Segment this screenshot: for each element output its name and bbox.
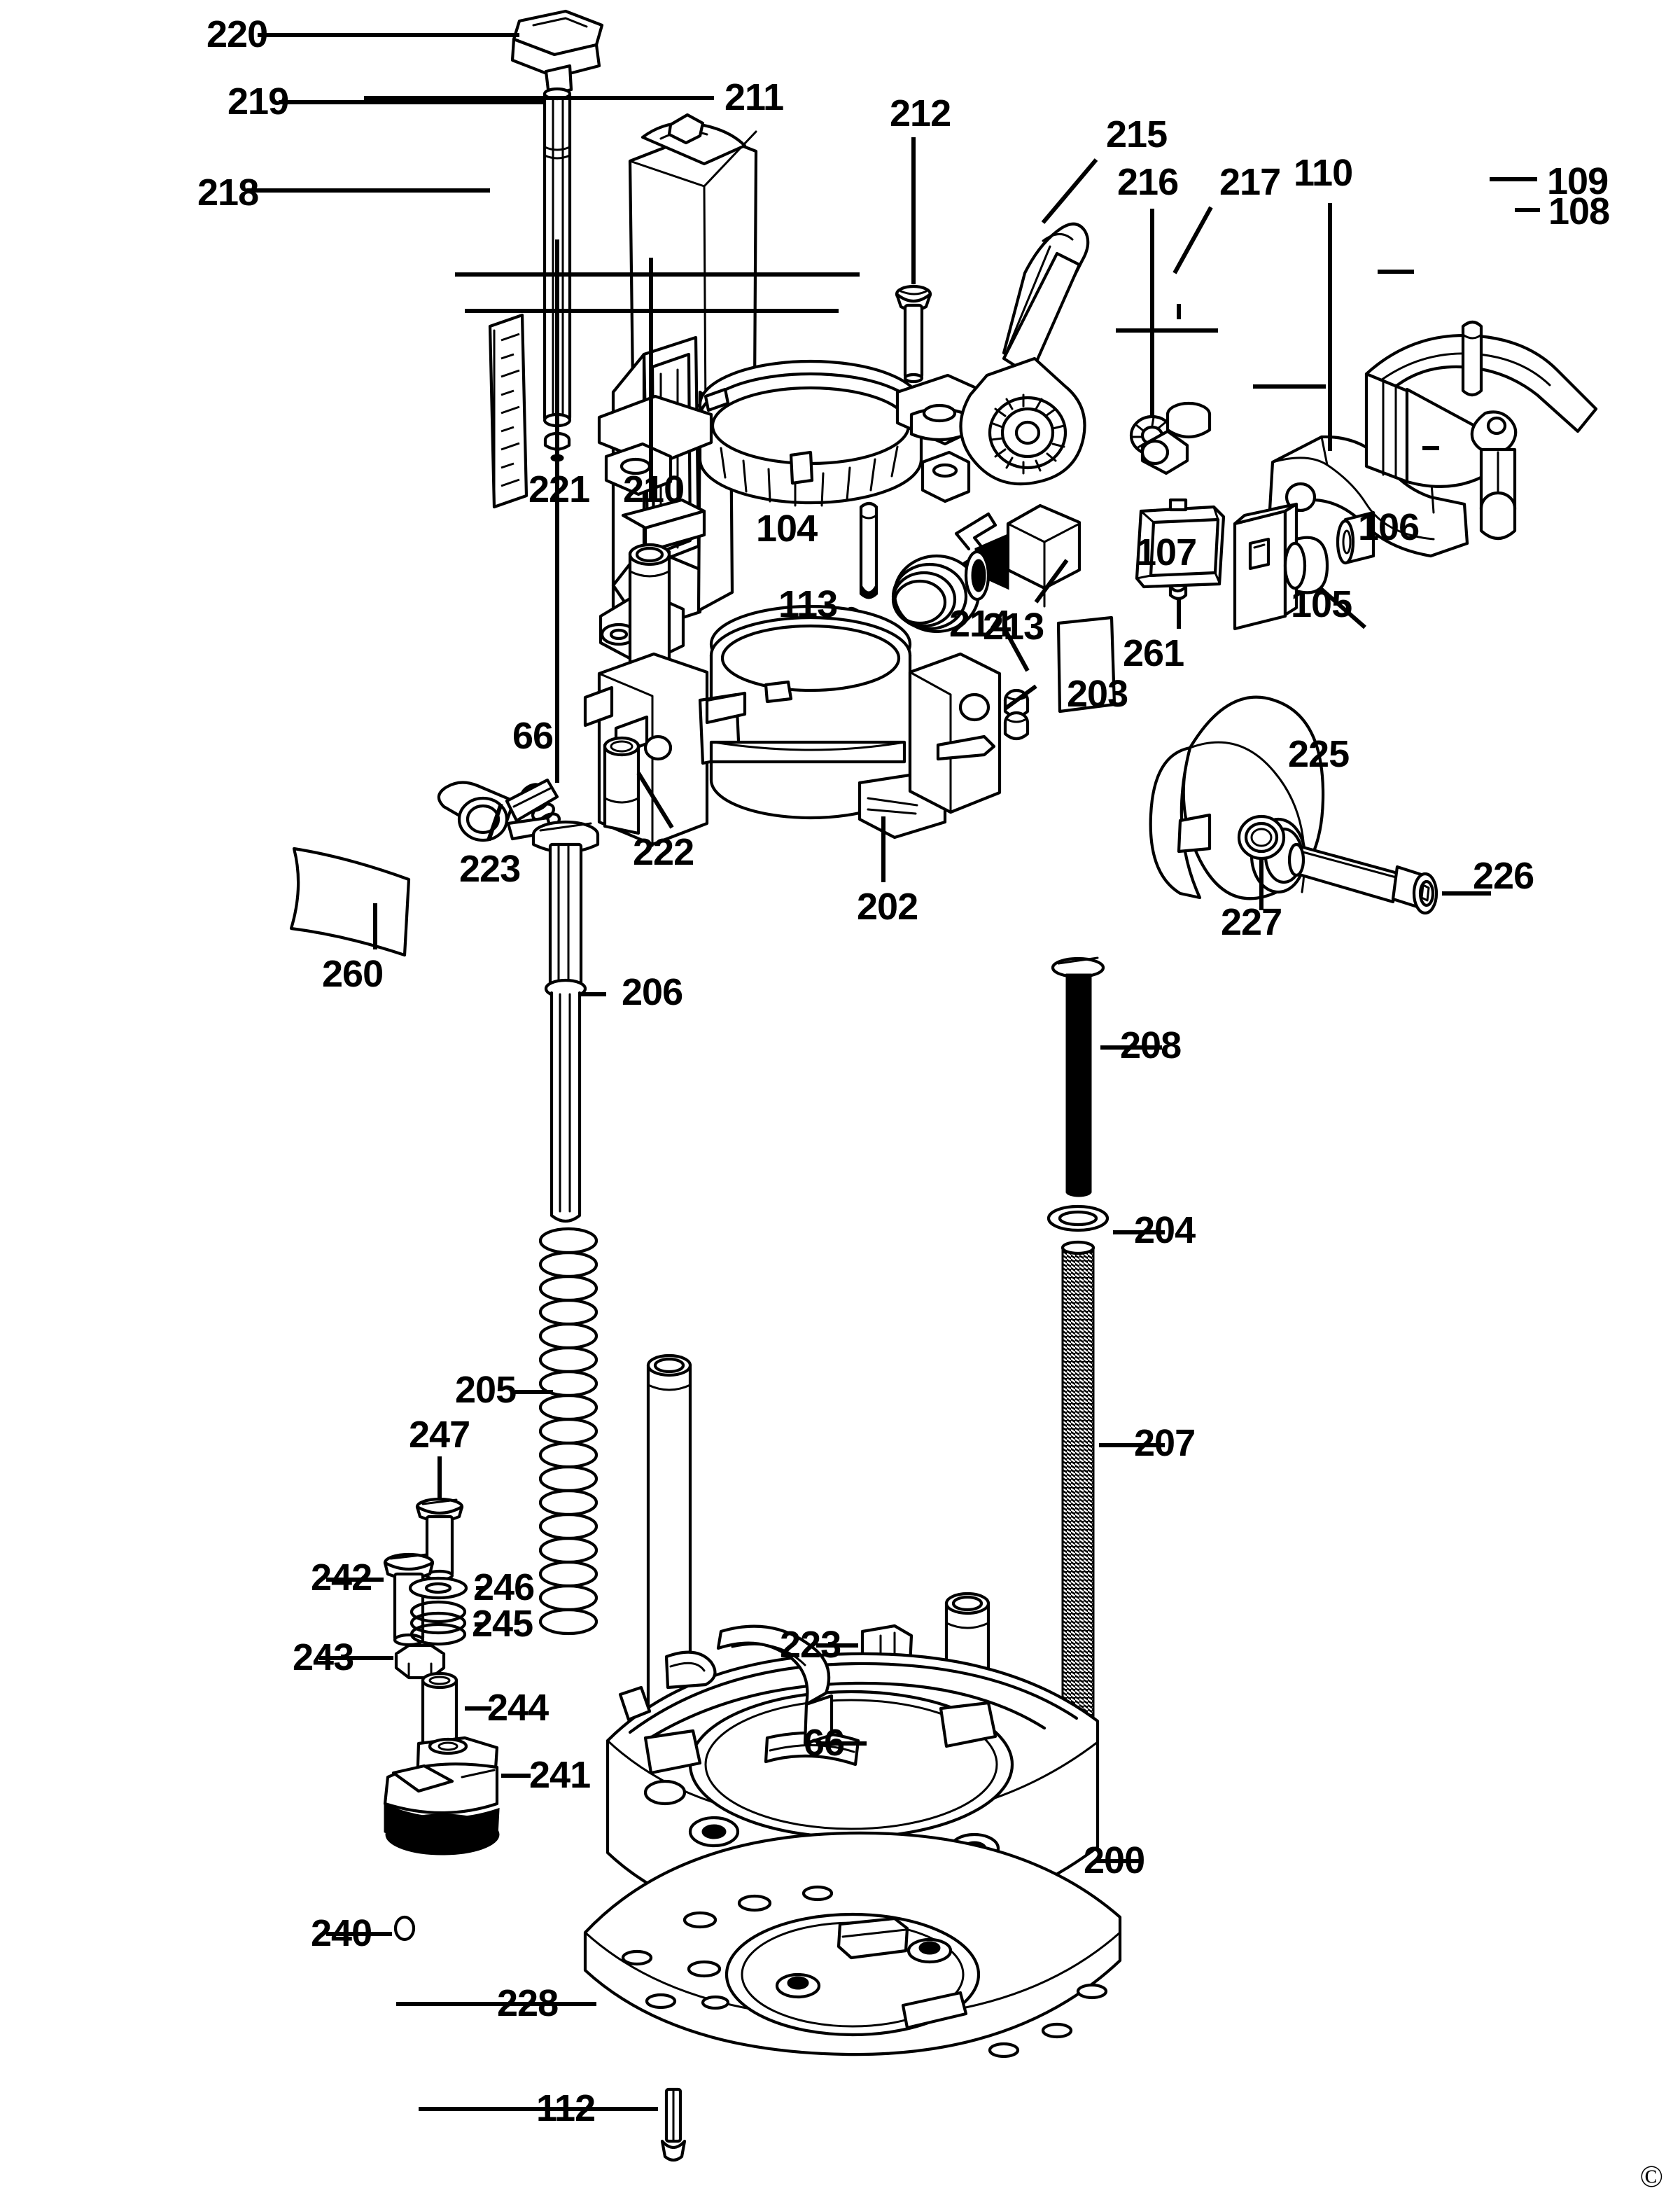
callout-247[interactable]: 247 (409, 1414, 470, 1456)
part-217-shoulder-screw (1140, 401, 1212, 475)
part-245-wave-spring (410, 1600, 467, 1646)
callout-211[interactable]: 211 (724, 76, 784, 118)
part-202-motor-clamp-housing (583, 543, 1002, 847)
callout-261[interactable]: 261 (1123, 632, 1184, 674)
part-203-set-screws (1003, 688, 1030, 741)
part-208-threaded-rod-plain (1051, 956, 1105, 1197)
callout-243[interactable]: 243 (293, 1636, 354, 1678)
part-246-flat-washer-small (408, 1576, 468, 1600)
callout-113[interactable]: 113 (778, 583, 838, 625)
callout-212[interactable]: 212 (890, 92, 951, 134)
part-215-clamp-lever (959, 222, 1090, 486)
callout-241[interactable]: 241 (529, 1754, 591, 1796)
part-210-retaining-key (621, 498, 706, 554)
copyright-symbol: © (1639, 2159, 1663, 2194)
part-228-sub-base-plate (583, 1831, 1122, 2059)
callout-220[interactable]: 220 (206, 13, 268, 55)
callout-112[interactable]: 112 (536, 2087, 596, 2129)
part-243-hex-nut (394, 1643, 446, 1680)
part-260-curved-plate (289, 847, 411, 957)
callout-216[interactable]: 216 (1117, 161, 1179, 203)
part-107-square-bracket (1135, 498, 1226, 601)
part-241-turret-stop (383, 1736, 500, 1856)
part-104-roll-pin (859, 501, 878, 599)
callout-205[interactable]: 205 (455, 1369, 517, 1411)
callout-203[interactable]: 203 (1067, 673, 1128, 715)
callout-223-upper[interactable]: 223 (459, 848, 521, 890)
part-212-pan-head-screw (895, 284, 932, 384)
callout-106[interactable]: 106 (1358, 506, 1420, 548)
callout-107[interactable]: 107 (1135, 531, 1197, 573)
callout-206[interactable]: 206 (622, 971, 683, 1013)
leader-lines (246, 33, 1540, 2111)
callout-244[interactable]: 244 (487, 1687, 549, 1729)
part-218-depth-scale-strip (488, 313, 528, 509)
callout-204[interactable]: 204 (1134, 1209, 1196, 1251)
callout-221[interactable]: 221 (528, 468, 590, 510)
callout-242[interactable]: 242 (311, 1557, 372, 1599)
callout-217[interactable]: 217 (1219, 161, 1281, 203)
part-226-socket-head-bolt (1287, 842, 1438, 915)
part-223-upper-thumb-screw (437, 778, 559, 842)
callout-108[interactable]: 108 (1548, 190, 1610, 232)
part-220-wing-nut-knob (510, 9, 604, 97)
part-225-right-handle-knob (1149, 695, 1325, 900)
callout-66-lower[interactable]: 66 (804, 1722, 845, 1764)
callout-219[interactable]: 219 (227, 81, 289, 123)
callout-105[interactable]: 105 (1291, 583, 1352, 625)
callout-246[interactable]: 246 (473, 1566, 535, 1608)
part-106-bushing (1336, 510, 1376, 565)
callout-245[interactable]: 245 (472, 1603, 533, 1645)
callout-222[interactable]: 222 (633, 831, 694, 873)
callout-227[interactable]: 227 (1221, 901, 1282, 943)
part-upper-collar-ring (698, 359, 923, 507)
callout-228[interactable]: 228 (497, 1982, 559, 2024)
callout-110[interactable]: 110 (1294, 152, 1353, 194)
callout-215[interactable]: 215 (1106, 113, 1168, 155)
part-244-spacer-sleeve (421, 1671, 458, 1751)
callout-210[interactable]: 210 (623, 468, 685, 510)
callout-226[interactable]: 226 (1473, 855, 1534, 897)
part-206-plunge-rod-long (531, 820, 600, 1223)
callout-240[interactable]: 240 (311, 1912, 372, 1954)
part-227-flat-ring (1237, 814, 1286, 861)
callout-214[interactable]: 214 (949, 603, 1011, 645)
part-112-base-screw (660, 2087, 687, 2162)
callout-109[interactable]: 109 (1547, 160, 1609, 202)
callout-202[interactable]: 202 (857, 886, 918, 928)
callout-104[interactable]: 104 (756, 508, 818, 550)
part-242-slotted-screw (383, 1552, 435, 1647)
part-205-plunge-return-spring (538, 1227, 598, 1636)
part-207-threaded-rod (1060, 1240, 1096, 1739)
callout-207[interactable]: 207 (1134, 1422, 1196, 1464)
callout-223-lower[interactable]: 223 (780, 1624, 841, 1666)
part-108-link-lever (1364, 334, 1598, 541)
callout-213[interactable]: 213 (983, 606, 1044, 648)
part-222-guide-bushing (603, 736, 640, 835)
callout-66-upper[interactable]: 66 (512, 715, 554, 757)
callout-225[interactable]: 225 (1288, 733, 1350, 775)
callout-218[interactable]: 218 (197, 172, 259, 214)
part-upper-base-plate (597, 373, 990, 503)
part-105-curved-shoe (1233, 502, 1329, 631)
part-204-washer (1046, 1204, 1110, 1232)
callout-260[interactable]: 260 (322, 953, 384, 995)
callout-200[interactable]: 200 (1084, 1839, 1145, 1881)
part-261-label-plate (1056, 615, 1116, 713)
callout-208[interactable]: 208 (1120, 1024, 1182, 1066)
part-109-pin (1461, 320, 1483, 397)
part-240-o-ring (393, 1915, 416, 1942)
part-214-torsion-spring (891, 512, 997, 634)
